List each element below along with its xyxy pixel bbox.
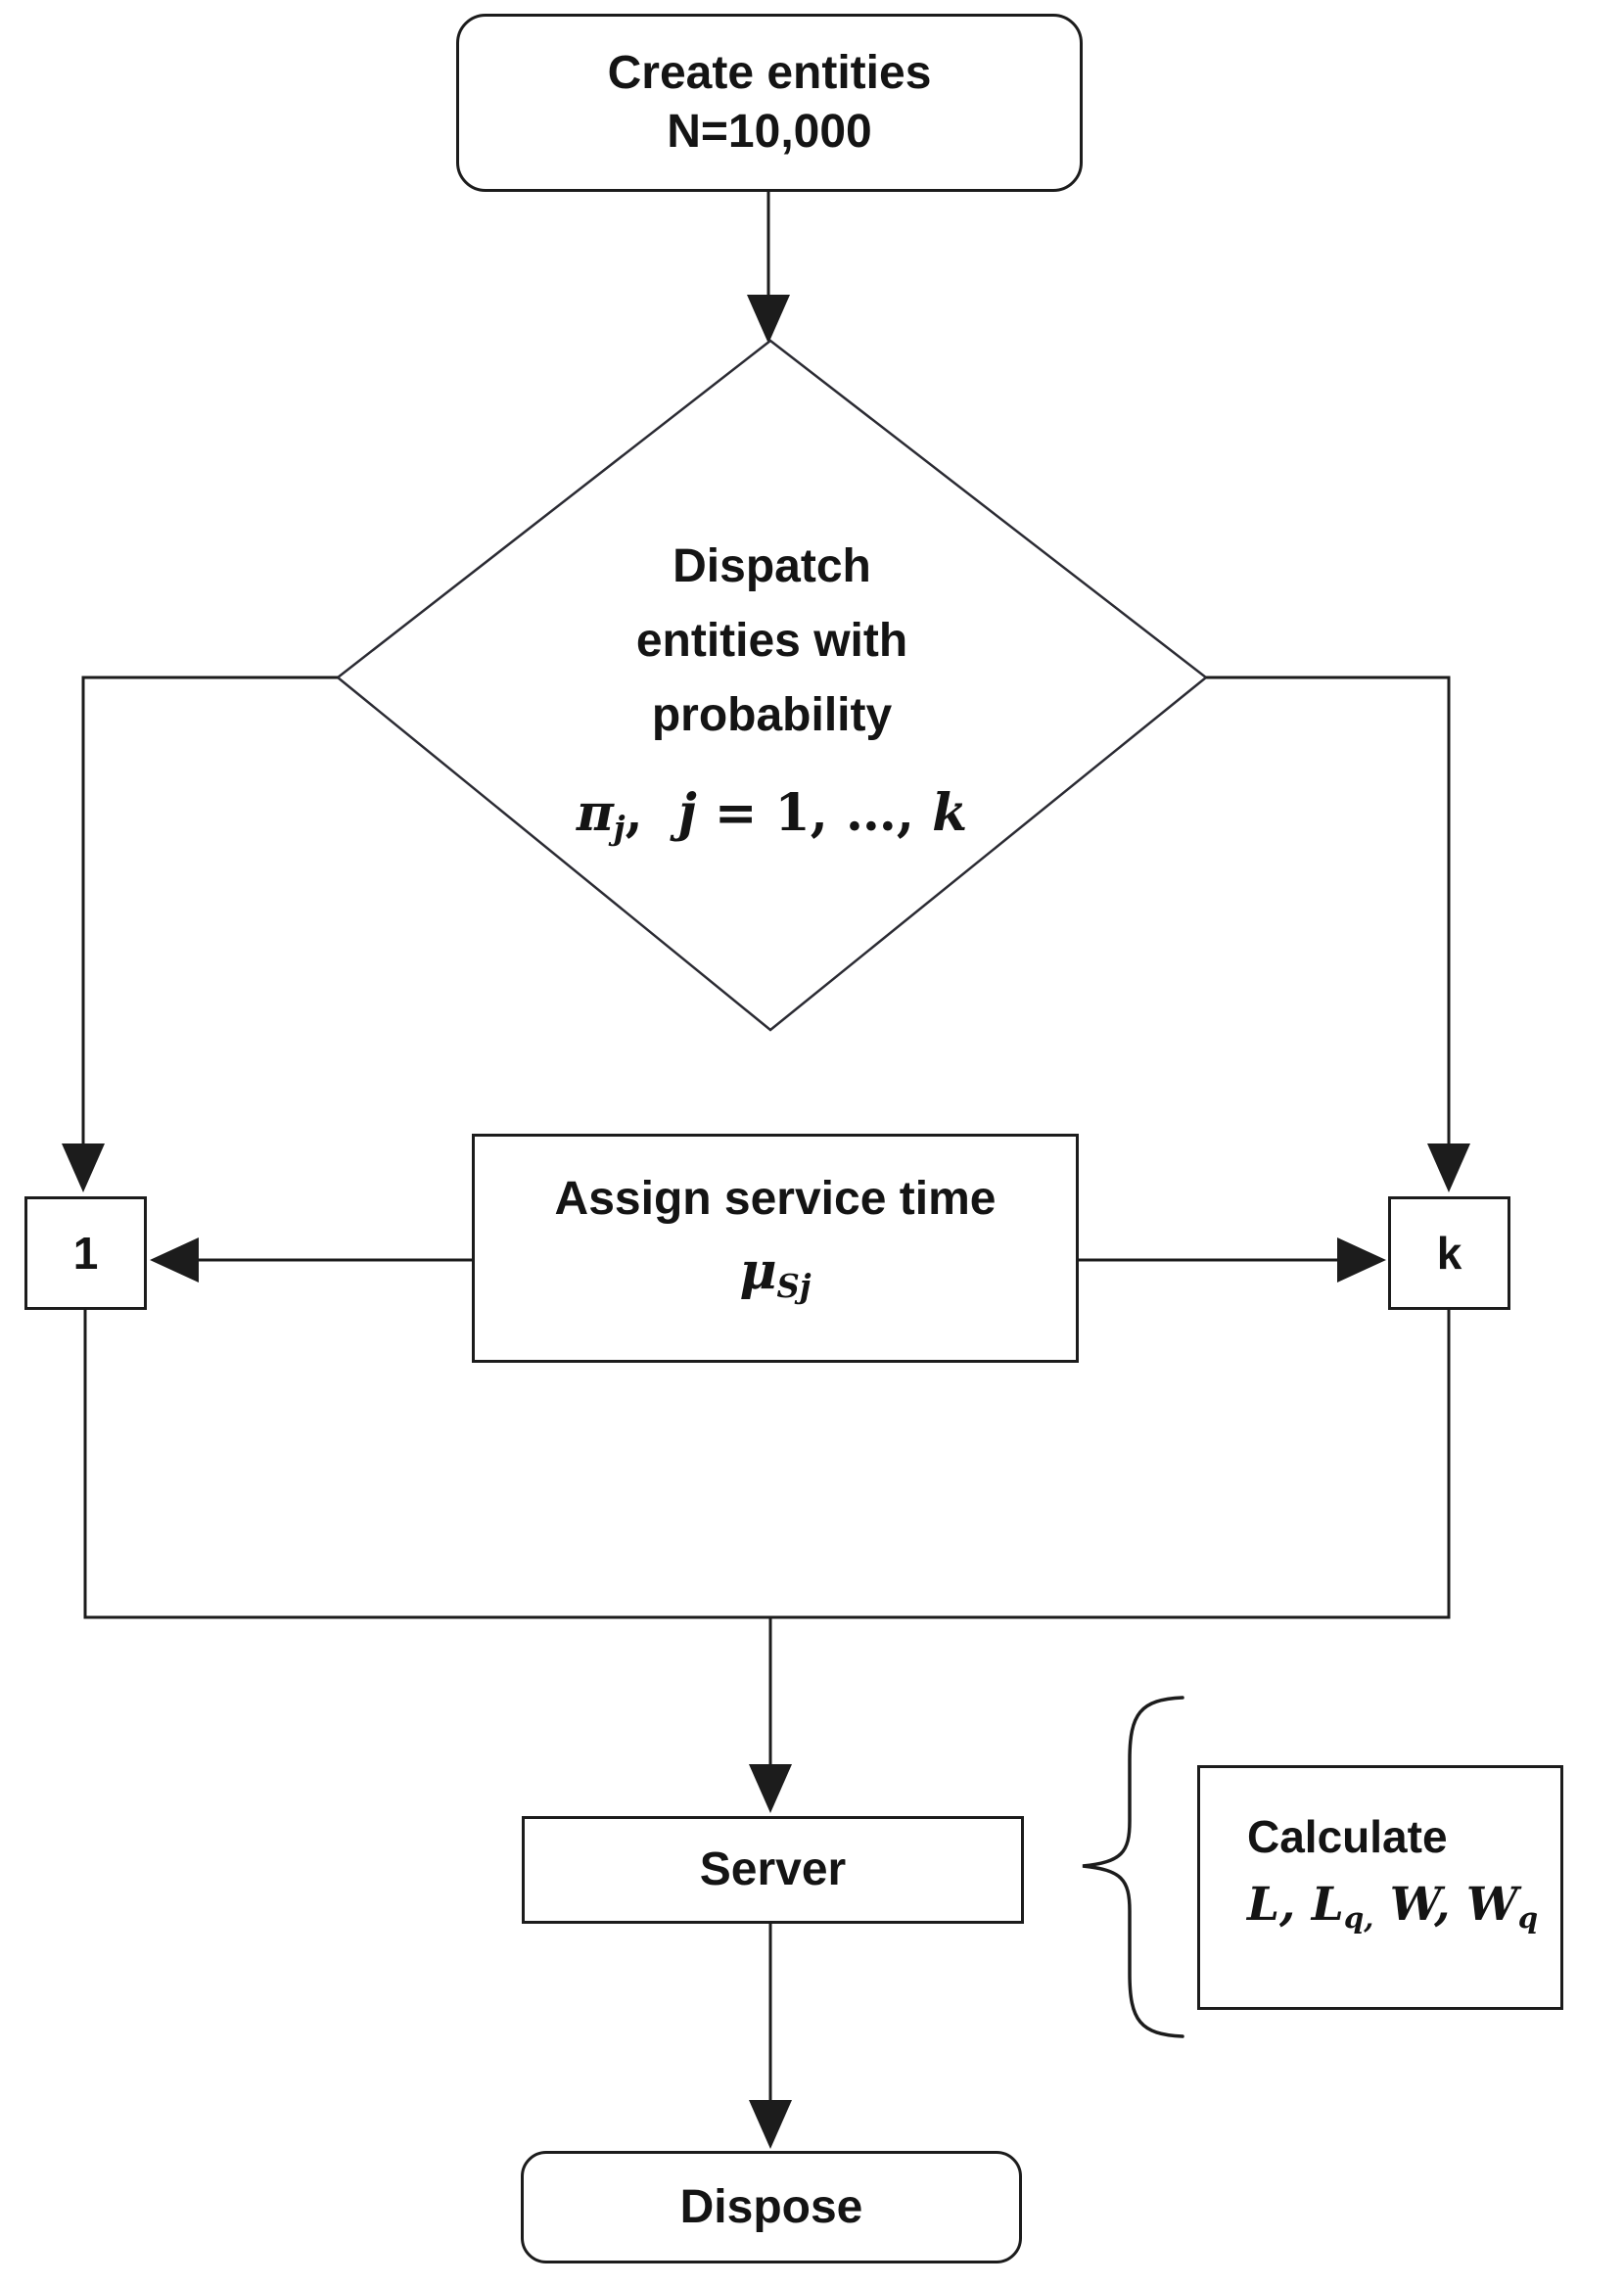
- queue-k-label: k: [1436, 1228, 1462, 1279]
- queue-1-label: 1: [72, 1228, 99, 1279]
- dispose-label: Dispose: [679, 2180, 863, 2233]
- dispatch-probability-formula: πj, j = 1, …, k: [577, 784, 967, 858]
- dispatch-line3: probability: [651, 689, 893, 741]
- node-dispose: Dispose: [521, 2151, 1022, 2263]
- node-calculate: Calculate L, Lq, W, Wq: [1197, 1765, 1563, 2010]
- index-symbol: j: [677, 783, 697, 843]
- arrowhead-into-server: [749, 1764, 792, 1813]
- arrowhead-into-queue-k: [1427, 1143, 1470, 1192]
- connector-dispatch-to-queue-k: [1206, 676, 1451, 1143]
- node-assign-service-time: Assign service time μSj: [472, 1134, 1079, 1363]
- dispatch-line2: entities with: [635, 615, 908, 667]
- node-server: Server: [522, 1816, 1024, 1924]
- create-entities-line2: N=10,000: [667, 106, 872, 158]
- server-label: Server: [699, 1843, 847, 1895]
- service-rate-formula: μSj: [739, 1242, 811, 1316]
- node-create-entities: Create entities N=10,000: [456, 14, 1083, 192]
- pi-symbol: π: [576, 783, 614, 843]
- arrowhead-into-dispatch: [747, 295, 790, 344]
- formula-range: = 1, …,: [696, 783, 933, 843]
- assign-title: Assign service time: [554, 1173, 997, 1225]
- mu-symbol: μ: [739, 1241, 777, 1301]
- dispatch-line1: Dispatch: [673, 540, 871, 592]
- calculate-title: Calculate: [1247, 1811, 1448, 1862]
- dispatch-decision-label: Dispatch entities with probability πj, j…: [338, 338, 1206, 1033]
- pi-subscript: j: [613, 810, 626, 848]
- arrowhead-into-queue-1: [62, 1143, 105, 1192]
- curly-brace: [1082, 1696, 1184, 2038]
- dispatch-diamond-shape: [335, 339, 1209, 1032]
- arrowhead-into-queue-k-side: [1337, 1237, 1386, 1283]
- metric-Wq-subscript: q: [1517, 1901, 1539, 1936]
- k-symbol: k: [932, 783, 968, 843]
- arrowhead-into-queue-1-side: [150, 1237, 199, 1283]
- create-entities-line1: Create entities: [607, 47, 932, 99]
- metric-Lq-subscript: q,: [1343, 1901, 1374, 1936]
- formula-separator: ,: [625, 783, 678, 843]
- connector-dispatch-to-queue-1: [81, 676, 338, 1143]
- node-queue-1: 1: [24, 1196, 147, 1310]
- node-queue-k: k: [1388, 1196, 1510, 1310]
- metric-L: L, L: [1247, 1878, 1344, 1932]
- calculate-metrics-formula: L, Lq, W, Wq: [1247, 1876, 1538, 1947]
- metric-W: W, W: [1373, 1878, 1518, 1932]
- connector-queues-merge: [83, 1310, 1451, 1619]
- arrowhead-into-dispose: [749, 2100, 792, 2149]
- mu-subscript: Sj: [776, 1268, 812, 1306]
